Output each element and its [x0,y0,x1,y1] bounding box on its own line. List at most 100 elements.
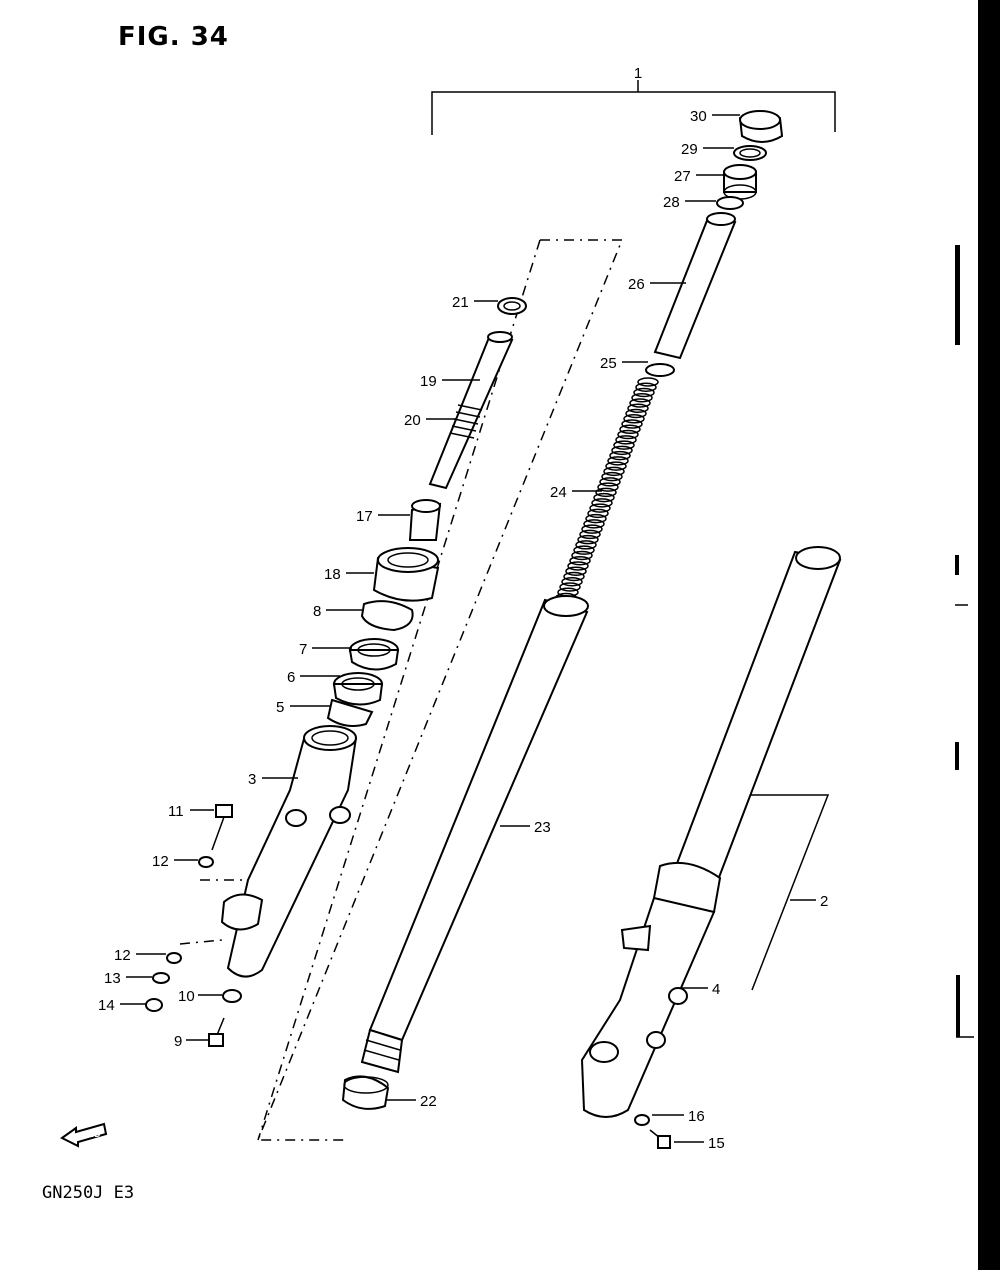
spring-coil [595,487,617,498]
spring-coil [577,534,599,545]
spring-coil [619,424,641,435]
spring-coil [635,382,657,393]
spring-coil [599,477,621,487]
spring-coil [571,550,593,561]
callout-label-c17: 17 [356,508,373,525]
washer-25 [645,363,675,377]
o-ring-29 [733,145,767,161]
edge-marks [955,245,974,1038]
spring-coil [627,403,649,414]
callout-label-c23: 23 [534,819,551,836]
spring-coil [603,466,625,477]
spring-coil [581,524,603,534]
spring-coil [589,503,611,513]
washer-13 [152,972,170,984]
spring-coil [615,435,637,445]
callout-label-c12a: 12 [152,853,169,870]
callout-label-c13: 13 [104,970,121,987]
callout-label-c2: 2 [820,893,828,910]
callout-label-c7: 7 [299,641,307,658]
bushing-22 [341,1075,390,1110]
spring-coil [569,555,591,566]
washer-16 [634,1114,650,1126]
callout-label-c9: 9 [174,1033,182,1050]
circlip-8 [360,600,414,632]
figure-title: FIG. 34 [118,22,229,52]
oil-lock-piece-17 [408,499,442,541]
callout-label-c22: 22 [420,1093,437,1110]
spring-coil [587,508,609,519]
ring-28 [716,196,744,210]
spring-coil [567,561,589,571]
spring-coil [607,456,629,466]
spring-coil [633,387,655,398]
spring-coil [559,582,581,592]
callout-label-c25: 25 [600,355,617,372]
assembly-bracket-1 [431,80,836,135]
spring-coil [561,576,583,587]
spring-coil [609,450,631,461]
spring-coil [605,461,627,471]
callout-label-c3: 3 [248,771,256,788]
retainer-7 [348,638,400,671]
bushing-5 [326,698,374,727]
callout-label-c16: 16 [688,1108,705,1125]
spring-coil [597,482,619,492]
callout-label-c21: 21 [452,294,469,311]
callout-label-c11: 11 [168,803,184,820]
fwd-arrow-icon: FWD [60,1122,108,1148]
callout-label-c28: 28 [663,194,680,211]
spring-coil [621,419,643,429]
spring-coil [573,545,595,555]
assembly-guide-left [179,879,245,945]
spring-coil [613,440,635,450]
callout-label-c26: 26 [628,276,645,293]
spring-coil [585,513,607,524]
callout-label-c1: 1 [634,65,642,82]
callout-label-c10: 10 [178,988,195,1005]
spring-coil [591,498,613,508]
spring-coil [601,471,623,482]
ring-21 [497,297,527,315]
callout-label-c14: 14 [98,997,115,1014]
spring-coil [625,408,647,419]
callout-label-c6: 6 [287,669,295,686]
callout-label-c20: 20 [404,412,421,429]
inner-tube-23 [360,595,589,1074]
callout-label-c15: 15 [708,1135,725,1152]
outer-tube-3 [220,725,358,978]
washer-12b [166,952,182,964]
spring-coil [611,445,633,456]
spring-coil [629,398,651,408]
dust-seal-18 [372,547,440,602]
spring-coil [617,429,639,440]
spring-coil [565,566,587,576]
spring-coil [637,377,659,387]
washer-12a [198,856,214,868]
spacer-tube-26 [653,212,737,360]
callout-label-c12b: 12 [114,947,131,964]
callout-label-c5: 5 [276,699,284,716]
gasket-10 [222,989,242,1003]
spring-coil [579,529,601,540]
callout-label-c8: 8 [313,603,321,620]
inner-assembly-enclosure [256,239,624,1141]
callout-layer: 1234567891011121213141516171819202122232… [98,65,828,1152]
page-edge-border [978,0,1000,1270]
oil-seal-6 [332,672,384,706]
callout-label-c30: 30 [690,108,707,125]
spring-coil [623,414,645,424]
callout-label-c24: 24 [550,484,567,501]
fork-spring-24 [551,377,659,613]
drain-bolt-9 [208,1017,225,1047]
spring-coil [631,393,653,403]
spring-coil [583,519,605,529]
spring-coil [575,540,597,550]
rebound-spring-20 [449,404,483,439]
nut-14 [145,998,163,1012]
bolt-15 [649,1129,671,1149]
callout-label-c29: 29 [681,141,698,158]
callout-label-c27: 27 [674,168,691,185]
fork-assembly-2 [580,546,842,1118]
